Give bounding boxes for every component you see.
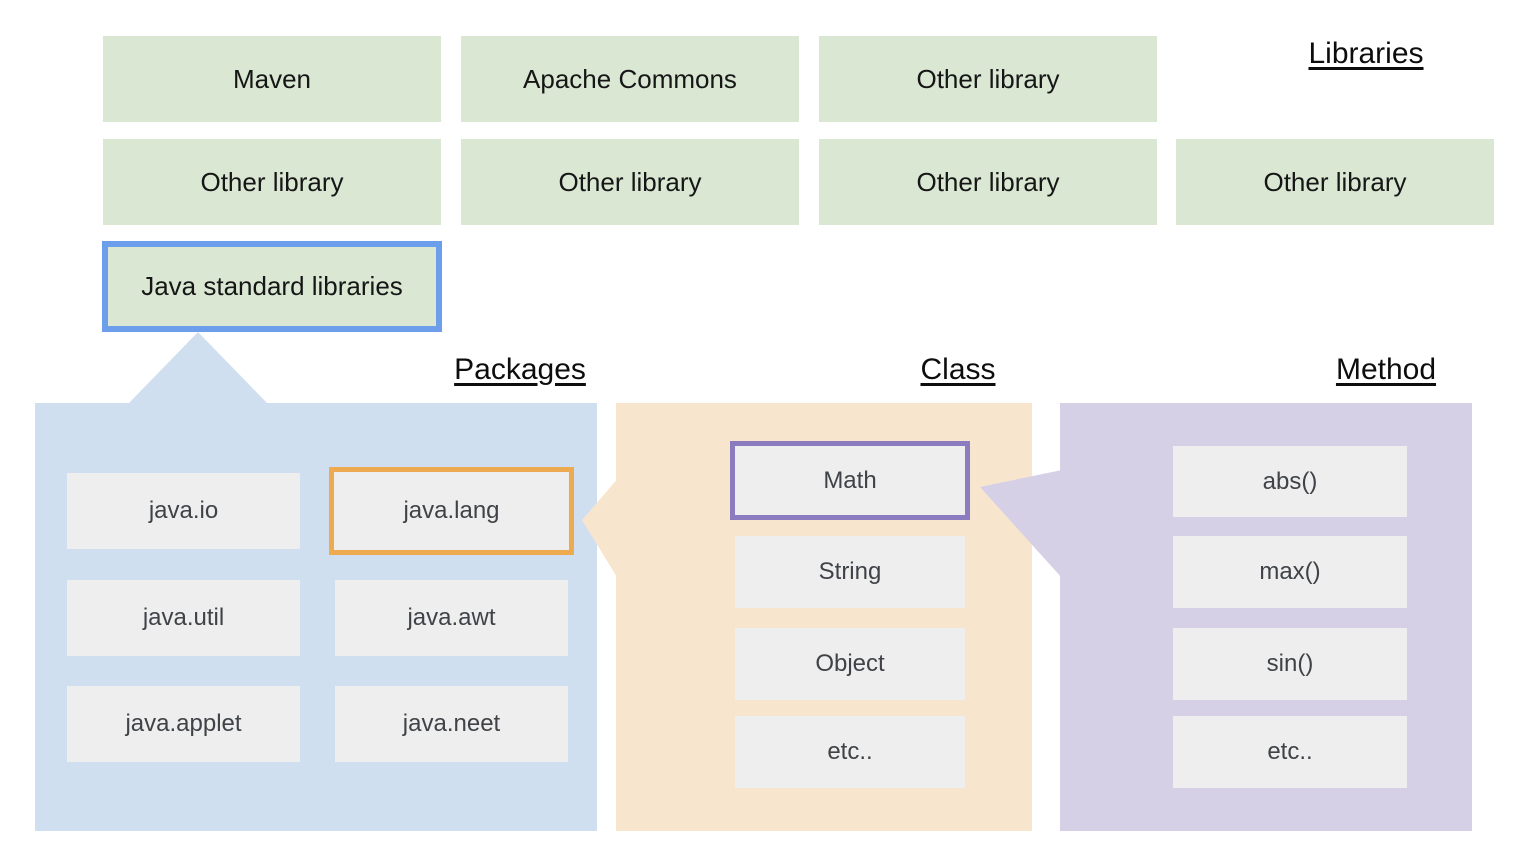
package-box-java-awt: java.awt [335, 580, 568, 656]
class-box-math-highlighted: Math [730, 441, 970, 520]
library-box-maven: Maven [103, 36, 441, 122]
library-box-other-1: Other library [819, 36, 1157, 122]
method-box-sin: sin() [1173, 628, 1407, 700]
package-box-java-applet: java.applet [67, 686, 300, 762]
package-box-java-neet: java.neet [335, 686, 568, 762]
class-box-etc: etc.. [735, 716, 965, 788]
packages-callout-triangle [128, 332, 268, 404]
class-heading: Class [920, 353, 996, 386]
class-box-object: Object [735, 628, 965, 700]
method-box-abs: abs() [1173, 446, 1407, 517]
packages-heading: Packages [454, 353, 586, 386]
libraries-heading: Libraries [1308, 37, 1424, 70]
library-box-java-standard-highlighted: Java standard libraries [102, 241, 442, 332]
library-box-other-3: Other library [461, 139, 799, 225]
method-box-max: max() [1173, 536, 1407, 608]
package-box-java-io: java.io [67, 473, 300, 549]
method-heading: Method [1335, 353, 1437, 386]
class-callout-wedge [582, 476, 620, 582]
library-box-other-4: Other library [819, 139, 1157, 225]
library-box-other-5: Other library [1176, 139, 1494, 225]
method-box-etc: etc.. [1173, 716, 1407, 788]
class-box-string: String [735, 536, 965, 608]
package-box-java-lang-highlighted: java.lang [329, 467, 574, 555]
method-callout-wedge [980, 470, 1062, 578]
library-box-other-2: Other library [103, 139, 441, 225]
library-box-apache-commons: Apache Commons [461, 36, 799, 122]
package-box-java-util: java.util [67, 580, 300, 656]
